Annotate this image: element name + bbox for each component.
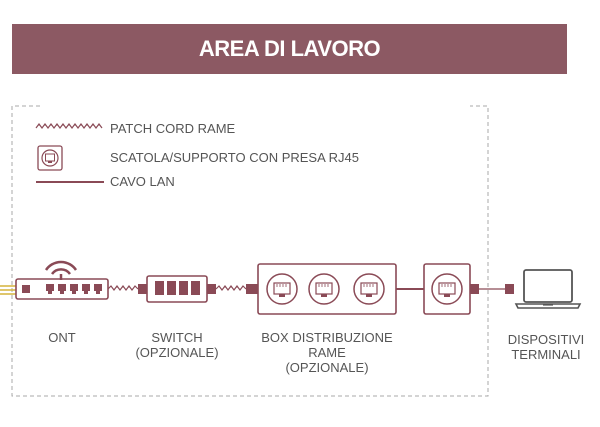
rj45-port-2 <box>308 273 340 305</box>
distribution-box-label: BOX DISTRIBUZIONE RAME (OPZIONALE) <box>261 330 393 375</box>
ont-label: ONT <box>48 330 76 345</box>
switch-device <box>146 275 208 303</box>
patch-cord-switch-box <box>215 285 247 291</box>
distribution-box <box>257 263 397 315</box>
fiber-input <box>0 285 16 295</box>
ont-device <box>15 260 109 300</box>
legend-patch-cord-icon <box>35 123 103 129</box>
legend-rj45-box-label: SCATOLA/SUPPORTO CON PRESA RJ45 <box>110 150 360 165</box>
work-area-boundary <box>11 105 489 397</box>
rj45-port-1 <box>266 273 298 305</box>
legend-rj45-box-icon <box>37 145 63 171</box>
page-title: AREA DI LAVORO <box>198 36 381 61</box>
devices-label: DISPOSITIVI TERMINALI <box>507 332 585 362</box>
rj45-port-3 <box>353 273 385 305</box>
title-banner: AREA DI LAVORO <box>12 24 567 74</box>
legend-lan-cable-label: CAVO LAN <box>110 174 175 189</box>
legend-patch-cord-label: PATCH CORD RAME <box>110 121 236 136</box>
switch-label: SWITCH (OPZIONALE) <box>135 330 219 360</box>
patch-cord-ont-switch <box>107 285 139 291</box>
wall-rj45-socket <box>423 263 471 315</box>
laptop-icon <box>514 269 582 309</box>
